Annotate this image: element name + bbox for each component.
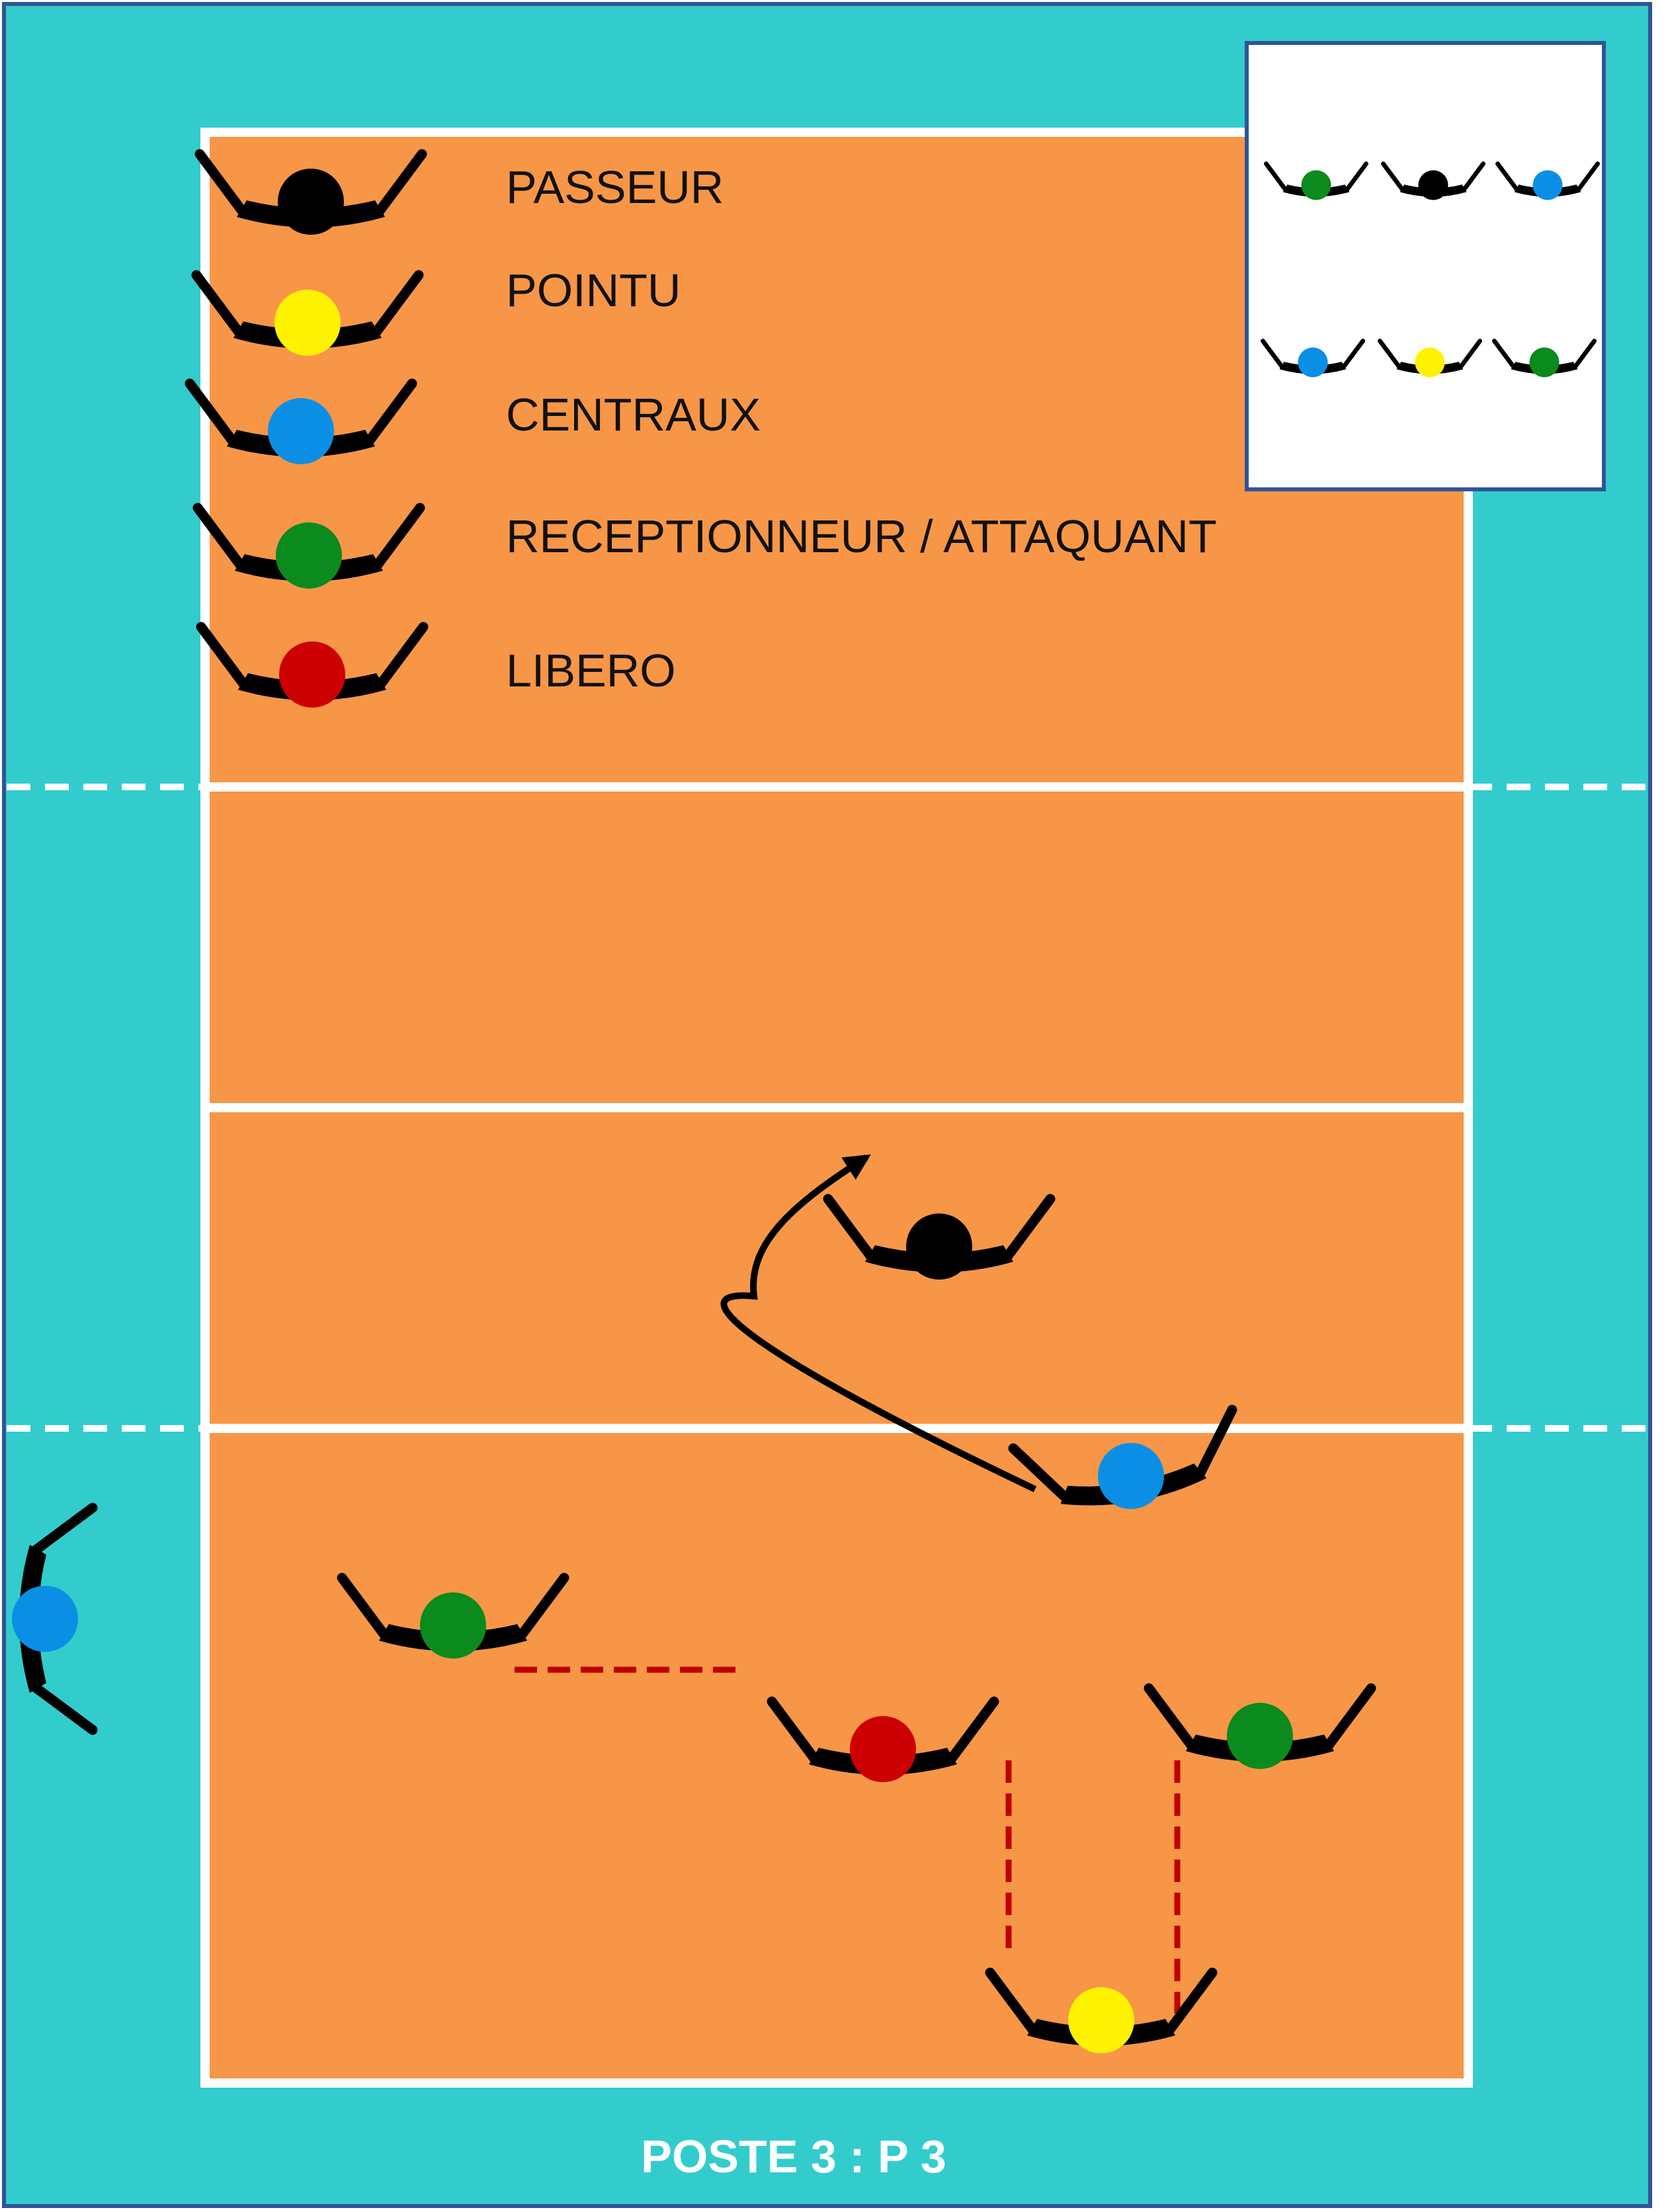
rotation-box <box>1245 41 1606 491</box>
central-head <box>1298 347 1328 378</box>
central-head <box>1098 1443 1164 1509</box>
legend-label-central: CENTRAUX <box>506 389 761 440</box>
libero-head <box>850 1716 916 1782</box>
legend: PASSEUR POINTU CENTRAUX RECEPTIONNEUR / ATT… <box>185 149 1217 708</box>
central-head <box>1532 170 1563 200</box>
legend-label-pointu: POINTU <box>506 265 681 316</box>
legend-label-receptionneur: RECEPTIONNEUR / ATTAQUANT <box>506 511 1217 562</box>
player-receptionneur-left <box>337 1573 569 1659</box>
passeur-head <box>1418 170 1448 200</box>
receptionneur-head <box>1227 1703 1293 1769</box>
rotation-front-1 <box>1264 161 1368 200</box>
rotation-front-2 <box>1381 161 1485 200</box>
central-head <box>268 398 334 464</box>
pointu-head <box>1415 347 1445 378</box>
libero-head <box>279 641 345 708</box>
rotation-back-3 <box>1492 339 1597 378</box>
pointu-head <box>1068 1987 1134 2053</box>
receptionneur-head <box>420 1592 486 1659</box>
player-libero <box>767 1696 999 1782</box>
player-central-bench <box>12 1502 98 1735</box>
receptionneur-head <box>276 522 342 589</box>
pointu-head <box>274 290 341 356</box>
player-passeur <box>823 1194 1056 1280</box>
legend-label-passeur: PASSEUR <box>506 161 724 213</box>
player-receptionneur-right <box>1144 1683 1376 1769</box>
player-central-front <box>1008 1405 1237 1509</box>
setter-movement-arrow <box>720 1154 1037 1493</box>
legend-symbol-libero <box>196 622 429 708</box>
rotation-back-1 <box>1261 339 1365 378</box>
position-caption: POSTE 3 : P 3 <box>641 2131 946 2182</box>
legend-symbol-passeur <box>194 149 427 235</box>
receptionneur-head <box>1301 170 1331 200</box>
rotation-front-3 <box>1495 161 1600 200</box>
passeur-head <box>278 169 344 235</box>
central-head <box>12 1586 78 1652</box>
receptionneur-head <box>1529 347 1560 378</box>
rotation-back-2 <box>1378 339 1482 378</box>
legend-symbol-central <box>185 378 417 464</box>
player-pointu <box>985 1967 1218 2053</box>
legend-label-libero: LIBERO <box>506 645 676 696</box>
court-players <box>12 1194 1376 2053</box>
rotation-box-players <box>1261 161 1600 378</box>
passeur-head <box>906 1213 972 1280</box>
legend-symbol-receptionneur <box>192 503 425 589</box>
legend-symbol-pointu <box>191 270 424 356</box>
